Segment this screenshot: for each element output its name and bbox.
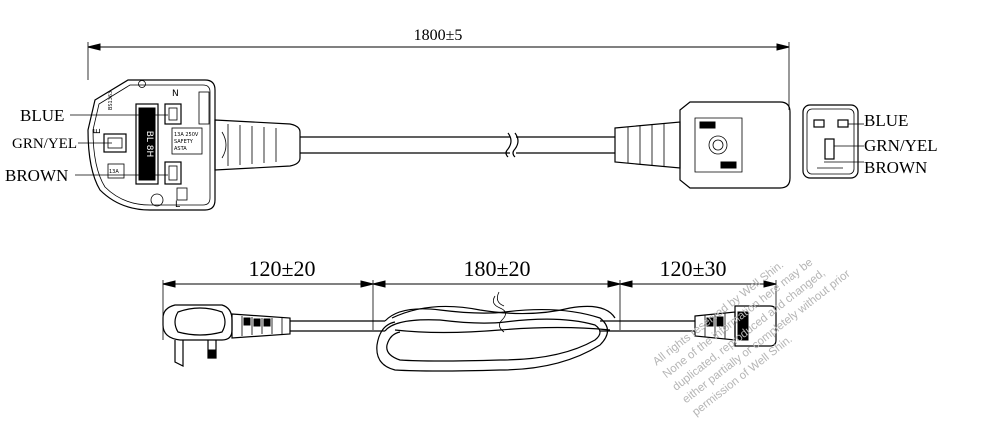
live-mark: L bbox=[175, 200, 180, 210]
neutral-pin bbox=[164, 103, 182, 125]
connector-end-length-label: 120±30 bbox=[659, 256, 726, 281]
plug-side-view bbox=[162, 304, 385, 367]
top-cable-assembly bbox=[214, 101, 791, 189]
svg-text:13A: 13A bbox=[109, 169, 119, 175]
neutral-mark: N bbox=[172, 89, 179, 99]
certification-logo-icon bbox=[150, 193, 164, 207]
uk-plug-face: BS1363 N E L BL 8H 13A 250V SAFETY ASTA … bbox=[87, 79, 216, 211]
fuse-label: BL 8H bbox=[144, 131, 154, 158]
live-pin bbox=[164, 161, 182, 185]
recycle-logo-icon bbox=[176, 187, 188, 201]
connector-wire-labels: BLUE GRN/YEL BROWN bbox=[824, 111, 938, 177]
fuse-holder bbox=[135, 103, 159, 185]
plug-end-length-label: 120±20 bbox=[248, 256, 315, 281]
rivet-icon bbox=[138, 80, 146, 88]
connector-earth-slot bbox=[824, 138, 835, 160]
connector-logo-icon bbox=[708, 135, 728, 155]
connector-label-grn-yel: GRN/YEL bbox=[864, 136, 938, 155]
coil-length-label: 180±20 bbox=[463, 256, 530, 281]
plug-label-blue: BLUE bbox=[20, 106, 64, 125]
svg-text:ASTA: ASTA bbox=[174, 146, 187, 152]
plug-wire-labels: BLUE GRN/YEL BROWN bbox=[5, 106, 168, 185]
connector-live-slot bbox=[837, 119, 849, 128]
connector-label-brown: BROWN bbox=[864, 158, 927, 177]
cable-coil bbox=[376, 291, 695, 372]
plug-label-brown: BROWN bbox=[5, 166, 68, 185]
overall-length-label: 1800±5 bbox=[414, 27, 463, 44]
earth-mark: E bbox=[93, 128, 103, 134]
connector-neutral-slot bbox=[813, 119, 825, 128]
plug-label-grn-yel: GRN/YEL bbox=[12, 136, 77, 152]
fuse-body bbox=[138, 107, 156, 181]
connector-side-view bbox=[694, 305, 777, 347]
c13-connector-face bbox=[802, 104, 859, 179]
bottom-dimensions: 120±20 180±20 120±30 bbox=[162, 256, 777, 340]
svg-text:SAFETY: SAFETY bbox=[174, 139, 194, 145]
overall-length-dimension: 1800±5 bbox=[87, 27, 790, 110]
svg-text:13A 250V: 13A 250V bbox=[174, 132, 199, 138]
connector-label-blue: BLUE bbox=[864, 111, 908, 130]
svg-text:BS1363: BS1363 bbox=[108, 91, 114, 110]
